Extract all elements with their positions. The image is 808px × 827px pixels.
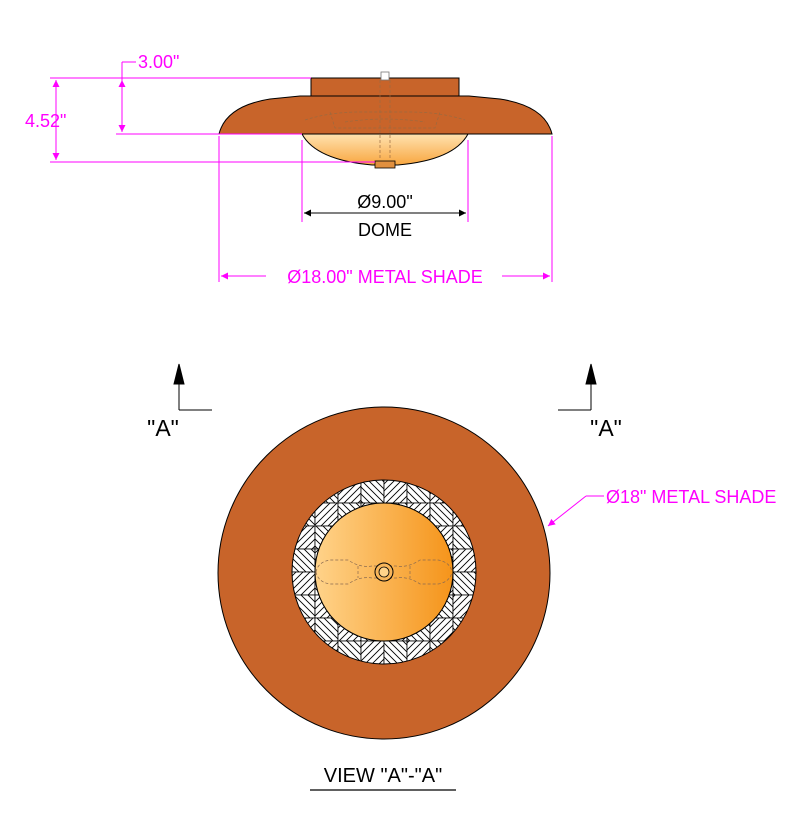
dome-label: DOME	[358, 220, 412, 240]
mounting-canopy	[310, 77, 460, 99]
dim-shade-diameter: Ø18.00" METAL SHADE	[287, 267, 482, 287]
hatch-cell	[360, 640, 385, 664]
plan-view	[217, 406, 551, 740]
dome-profile	[301, 133, 469, 166]
shade-callout-leader	[547, 495, 604, 527]
bottom-finial	[374, 160, 396, 169]
hatch-cell	[360, 480, 385, 504]
hatch-cell	[292, 571, 316, 596]
elevation-dimensions	[50, 61, 553, 282]
center-hub-icon	[374, 562, 394, 582]
metal-shade-profile	[218, 95, 553, 135]
dim-height-small: 3.00"	[138, 52, 179, 72]
hatch-cell	[452, 548, 476, 573]
section-marker-right: "A"	[590, 415, 622, 441]
hatch-cell	[452, 571, 476, 596]
hatch-cell	[383, 480, 408, 504]
center-stem	[380, 71, 390, 81]
dim-dome-diameter: Ø9.00"	[357, 192, 412, 212]
section-cut-arrow-icon	[173, 363, 212, 411]
section-marker-left: "A"	[147, 415, 179, 441]
fixture-hidden-lines	[304, 80, 466, 160]
elevation-view	[218, 71, 553, 169]
view-title: VIEW "A"-"A"	[324, 765, 442, 787]
section-cut-arrow-icon	[558, 363, 597, 411]
hatch-cell	[292, 548, 316, 573]
hatch-cell	[383, 640, 408, 664]
dim-height-total: 4.52"	[25, 111, 66, 131]
shade-callout-text: Ø18" METAL SHADE	[606, 487, 776, 507]
